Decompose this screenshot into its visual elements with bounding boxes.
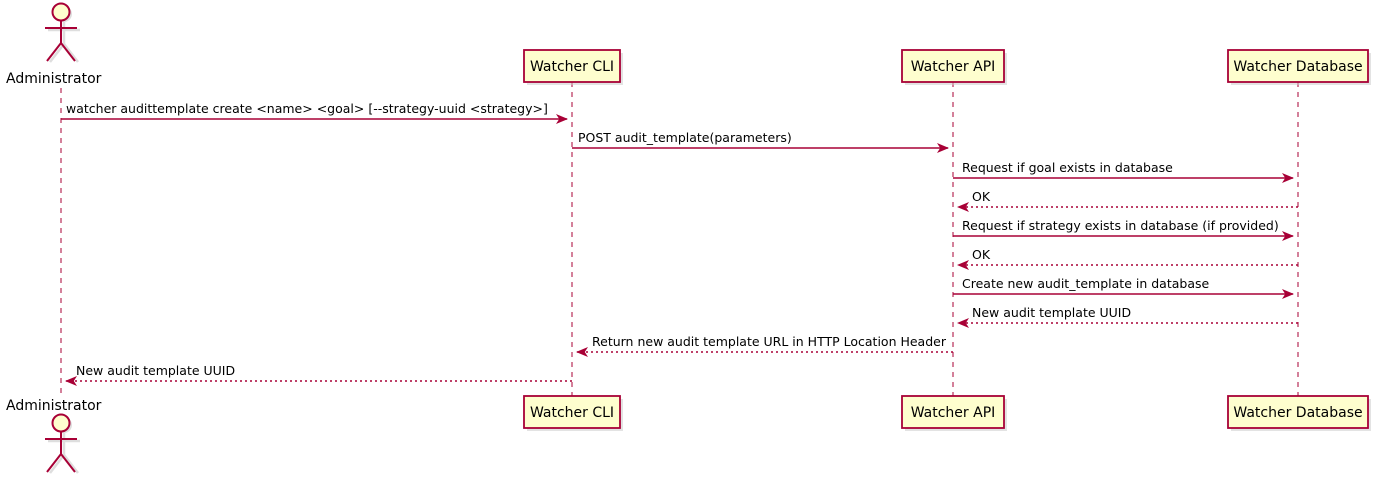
message-8[interactable]: Return new audit template URL in HTTP Lo… <box>576 334 953 357</box>
participant-box <box>523 395 621 429</box>
message-7[interactable]: New audit template UUID <box>957 305 1298 328</box>
actor-leg-left-bottom-icon <box>46 453 62 473</box>
actor-leg-right-icon <box>60 42 76 62</box>
message-2[interactable]: Request if goal exists in database <box>953 160 1294 183</box>
message-3[interactable]: OK <box>957 189 1298 212</box>
message-label: Request if goal exists in database <box>962 160 1173 175</box>
message-label: OK <box>972 189 991 204</box>
actor-administrator-top[interactable]: Administrator <box>6 2 102 88</box>
participant-watcher-database-bottom[interactable]: Watcher Database <box>1227 395 1371 431</box>
message-9[interactable]: New audit template UUID <box>65 363 572 386</box>
message-6[interactable]: Create new audit_template in database <box>953 276 1294 299</box>
message-label: Create new audit_template in database <box>962 276 1209 291</box>
message-label: watcher audittemplate create <name> <goa… <box>66 101 548 116</box>
message-label: New audit template UUID <box>76 363 235 378</box>
participant-box <box>901 49 1005 83</box>
participant-box <box>1227 49 1369 83</box>
message-label: Return new audit template URL in HTTP Lo… <box>592 334 947 349</box>
message-label: Request if strategy exists in database (… <box>962 218 1279 233</box>
participant-label-watcher-api-bottom: Watcher API <box>911 405 996 421</box>
actor-leg-left-icon <box>46 42 62 62</box>
participant-label-watcher-cli-bottom: Watcher CLI <box>530 405 614 421</box>
participant-watcher-cli-top[interactable]: Watcher CLI <box>523 49 623 85</box>
message-4[interactable]: Request if strategy exists in database (… <box>953 218 1294 241</box>
actor-head-bottom-icon <box>51 413 71 433</box>
actor-label-administrator-top: Administrator <box>6 71 102 87</box>
participant-label-watcher-database-bottom: Watcher Database <box>1233 405 1362 421</box>
participant-watcher-database-top[interactable]: Watcher Database <box>1227 49 1371 85</box>
message-label: POST audit_template(parameters) <box>578 130 792 145</box>
participant-box <box>523 49 621 83</box>
participant-label-watcher-database-top: Watcher Database <box>1233 59 1362 75</box>
lifelines <box>60 82 1299 396</box>
actor-label-administrator-bottom: Administrator <box>6 398 102 414</box>
participant-label-watcher-cli-top: Watcher CLI <box>530 59 614 75</box>
actor-leg-right-bottom-icon <box>60 453 76 473</box>
participant-watcher-api-bottom[interactable]: Watcher API <box>901 395 1007 431</box>
message-5[interactable]: OK <box>957 247 1298 270</box>
message-label: New audit template UUID <box>972 305 1131 320</box>
message-label: OK <box>972 247 991 262</box>
participant-watcher-cli-bottom[interactable]: Watcher CLI <box>523 395 623 431</box>
participant-watcher-api-top[interactable]: Watcher API <box>901 49 1007 85</box>
participant-label-watcher-api-top: Watcher API <box>911 59 996 75</box>
message-1[interactable]: POST audit_template(parameters) <box>572 130 949 153</box>
participant-box <box>901 395 1005 429</box>
participant-box <box>1227 395 1369 429</box>
actor-administrator-bottom[interactable]: Administrator <box>6 398 102 474</box>
actor-head-icon <box>51 2 71 22</box>
message-0[interactable]: watcher audittemplate create <name> <goa… <box>61 101 568 124</box>
